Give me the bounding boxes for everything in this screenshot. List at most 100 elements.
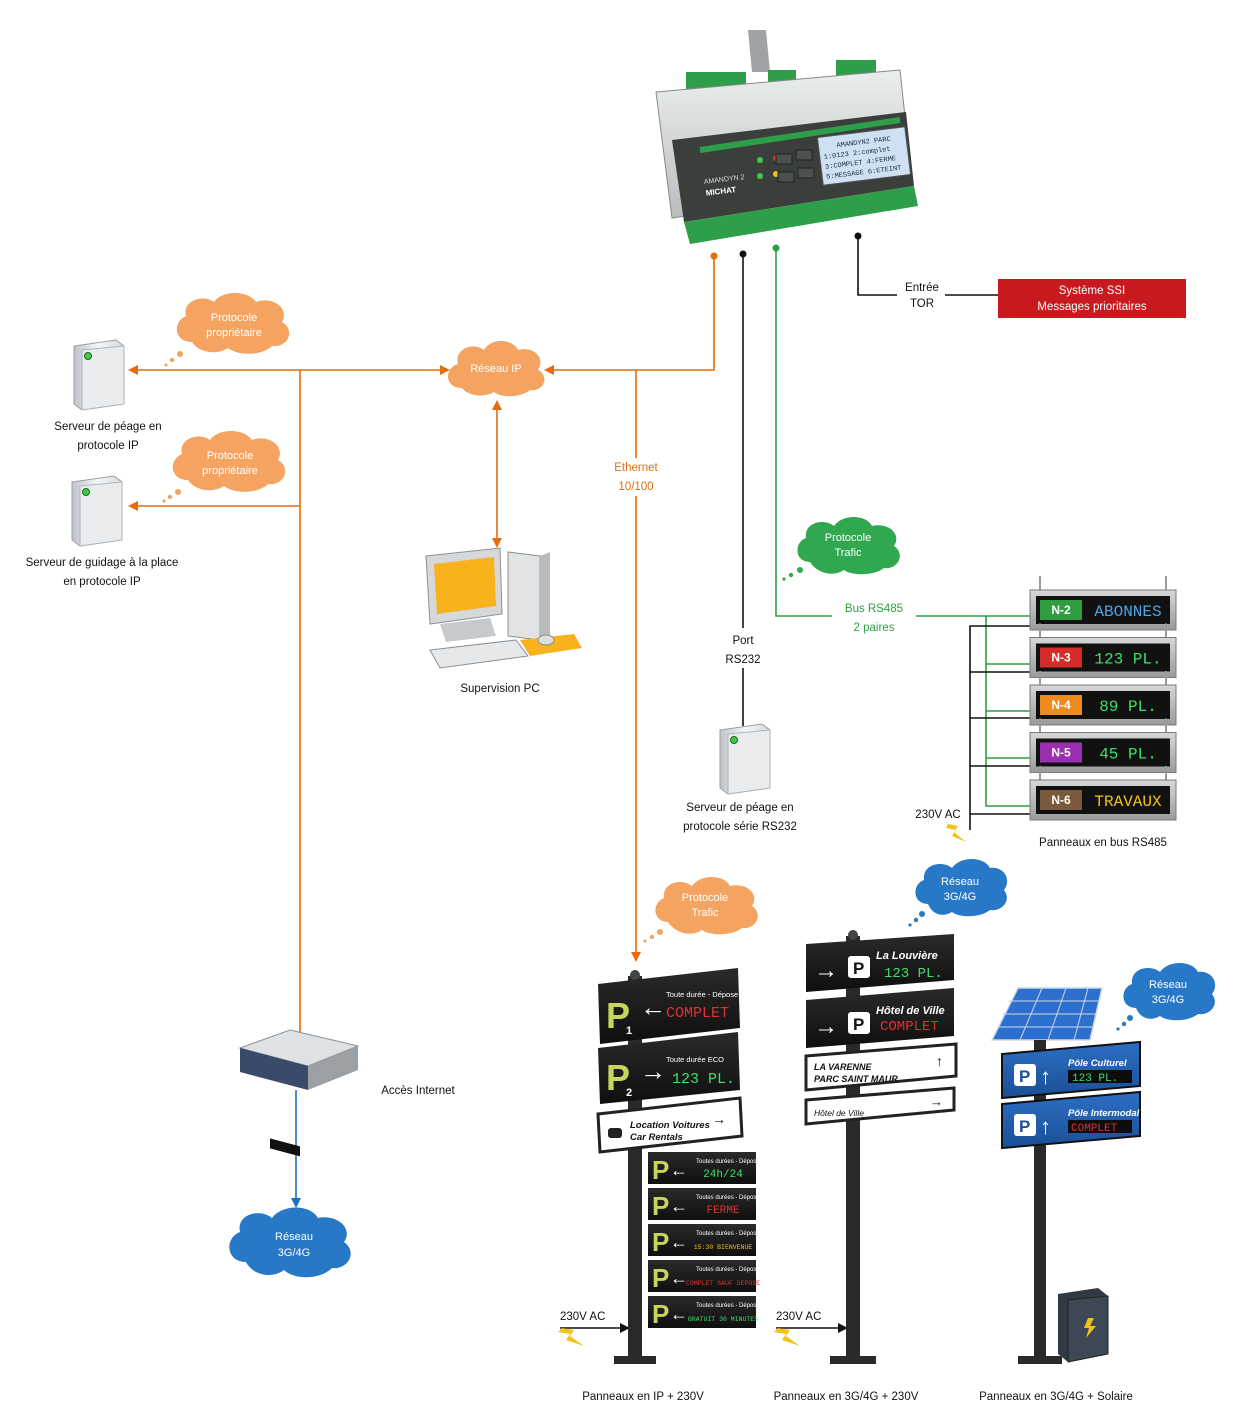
ip-panel-pole: P 1 ← Toute durée - Dépose COMPLET P 2 →… [596,968,760,1364]
sign-caption: Toute durée ECO [666,1055,724,1064]
cloud-dot [649,934,655,940]
supervision-label: Supervision PC [460,683,539,695]
power-bus-line [969,625,1030,830]
sign-caption: Toutes durées - Dépose [696,1231,760,1237]
level-badge [1040,647,1082,668]
lcd-screen [816,126,912,186]
cloud-dot [657,929,663,935]
internet-router [238,1029,360,1157]
level-label: N-5 [1051,746,1071,760]
ssi-subtitle: Messages prioritaires [1037,301,1147,313]
sign-body [598,1032,740,1104]
tor-line [857,236,897,296]
cloud-shape [1123,963,1216,1021]
sign-display [1068,1070,1132,1083]
mousepad [520,634,582,656]
cloud-label: Réseau [1149,979,1187,991]
solar-panel-pole: P ↑ Pôle Culturel 123 PL. P ↑ Pôle Inter… [990,987,1141,1364]
port-label: Port [732,635,754,647]
pole-base [1018,1356,1062,1364]
cloud-dot [167,494,173,500]
cloud-shape [229,1207,351,1278]
controller-button [795,149,813,161]
reseau-3g-cloud: Réseau 3G/4G [908,859,1008,927]
rs485-caption: Panneaux en bus RS485 [1039,837,1167,849]
controller-brand: MICHAT [705,185,736,198]
server-guidage-ip [71,475,123,547]
cloud-label: 3G/4G [1152,994,1184,1006]
server-guidage-label: Serveur de guidage à la place [26,557,179,569]
ip-caption: Panneaux en IP + 230V [582,1391,704,1403]
internet-label: Accès Internet [381,1085,455,1097]
ssi-box: Système SSI Messages prioritaires [998,279,1186,318]
g3-caption: Panneaux en 3G/4G + 230V [774,1391,919,1403]
server-rs232-label: protocole série RS232 [683,821,797,833]
protocole-proprietaire-cloud: Protocole propriétaire [162,431,286,503]
tower-icon [507,551,541,641]
sign-name: Pôle Culturel [1068,1058,1127,1069]
level-label: N-6 [1051,793,1071,807]
sign-caption: Toutes durées - Dépose [696,1303,760,1309]
status-led [757,157,763,163]
cloud-label: Protocole [682,892,728,904]
cloud-shape [176,293,290,354]
sign-name: La Louvière [876,950,938,962]
cloud-shape [915,859,1008,917]
controller-device: AMANDYN2 PARC 1:0123 2:complet 3:COMPLET… [655,30,918,244]
controller-model: AMANDYN 2 [704,174,745,186]
pole-base [830,1356,876,1364]
pole-base [614,1356,656,1364]
location-line2: Car Rentals [630,1132,683,1143]
arrow-up-icon: ↑ [1040,1114,1051,1139]
ethernet-cable [748,30,770,72]
parking-p: P [606,995,630,1036]
ethernet-label: Ethernet [614,462,658,474]
sign-la-varenne: LA VARENNE PARC SAINT MAUR ↑ [804,1042,958,1092]
cloud-label: Protocole [207,450,253,462]
cloud-dot [908,923,912,927]
cloud-shape [447,341,545,397]
pole-cap [630,970,640,980]
cloud-dot [919,911,925,917]
level-label: N-2 [1051,603,1071,617]
level-badge [1040,790,1082,810]
cloud-dot [913,917,919,923]
cloud-dot [164,363,168,367]
panel-value: TRAVAUX [1094,793,1162,811]
cloud-label: Trafic [691,907,719,919]
solar-grid [998,987,1098,1041]
server-led [84,352,92,360]
sign-p2: P 2 → Toute durée ECO 123 PL. [598,1032,740,1104]
parking-p: P [606,1057,630,1098]
sign-name: Pôle Intermodal [1068,1108,1140,1119]
controller-button [775,153,793,165]
controller-button [777,171,795,183]
level-label: N-3 [1051,651,1071,665]
server-peage-rs232 [719,723,771,795]
level-label: N-4 [1051,698,1071,712]
cloud-dot [1127,1015,1133,1021]
rs485-panel: N-6 TRAVAUX [1029,766,1177,821]
lightning-icon [946,824,966,842]
sign-display [1068,1120,1132,1133]
server-peage-ip [73,339,125,411]
sign-pole-culturel: P ↑ Pôle Culturel 123 PL. [1001,1040,1141,1100]
sign-caption: Toute durée - Dépose [666,990,738,999]
arrow-up-icon: ↑ [1040,1064,1051,1089]
arrow-left-icon: ← [640,992,666,1022]
rs485-bus-vertical [985,616,1030,807]
reseau-3g-cloud: Réseau 3G/4G [1116,963,1216,1031]
sign-body [806,988,954,1048]
cloud-shape [797,517,900,575]
lightning-icon [558,1328,584,1346]
sign-value: COMPLET SAUF DEPOSE [686,1280,760,1287]
supervision-pc [425,547,582,669]
controller-to-ip-line [544,256,715,375]
sign-hotel-de-ville: → P Hôtel de Ville COMPLET [806,988,954,1048]
server-peage-ip-label: protocole IP [77,440,139,452]
